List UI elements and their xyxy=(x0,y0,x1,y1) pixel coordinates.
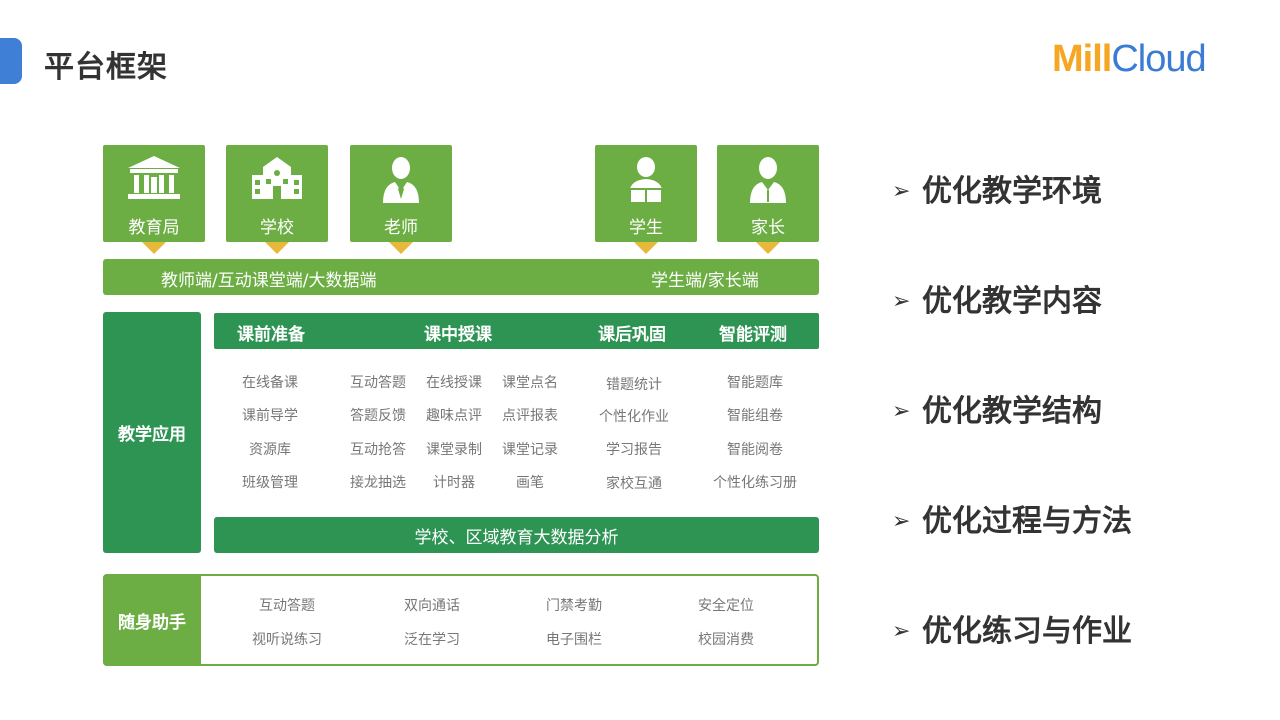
assistant-label: 随身助手 xyxy=(103,574,201,666)
assistant-item: 双向通话 xyxy=(404,598,460,614)
feature-item: 资源库 xyxy=(249,442,291,458)
category-in-class: 课中授课 xyxy=(424,325,492,345)
benefit-item: ➢ 优化练习与作业 xyxy=(892,606,1132,650)
role-education-bureau: 教育局 xyxy=(103,145,205,242)
logo-part-mill: Mill xyxy=(1052,38,1112,80)
feature-item: 点评报表 xyxy=(502,408,558,424)
millcloud-logo: MillCloud xyxy=(1052,38,1207,81)
feature-item: 智能阅卷 xyxy=(727,442,783,458)
role-teacher: 老师 xyxy=(350,145,452,242)
feature-item: 趣味点评 xyxy=(426,408,482,424)
benefit-item: ➢ 优化过程与方法 xyxy=(892,496,1132,540)
down-arrow-icon xyxy=(265,242,289,254)
teacher-ends-label: 教师端/互动课堂端/大数据端 xyxy=(161,271,377,291)
role-label: 教育局 xyxy=(128,218,180,238)
teaching-app-label: 教学应用 xyxy=(103,312,201,553)
benefit-text: 优化教学环境 xyxy=(922,174,1102,209)
assistant-item: 视听说练习 xyxy=(252,632,322,648)
assistant-item: 门禁考勤 xyxy=(546,598,602,614)
arrow-bullet-icon: ➢ xyxy=(892,399,911,424)
role-student: 学生 xyxy=(595,145,697,242)
parent-icon xyxy=(717,155,819,205)
feature-item: 课堂录制 xyxy=(426,442,482,458)
assistant-item: 泛在学习 xyxy=(404,632,460,648)
school-building-icon xyxy=(226,155,328,205)
down-arrow-icon xyxy=(756,242,780,254)
feature-item: 接龙抽选 xyxy=(350,475,406,491)
role-parent: 家长 xyxy=(717,145,819,242)
benefit-item: ➢ 优化教学环境 xyxy=(892,166,1102,210)
assistant-item: 电子围栏 xyxy=(546,632,602,648)
down-arrow-icon xyxy=(142,242,166,254)
feature-item: 互动抢答 xyxy=(350,442,406,458)
category-after-class: 课后巩固 xyxy=(598,325,666,345)
benefit-text: 优化练习与作业 xyxy=(922,614,1132,649)
feature-item: 智能题库 xyxy=(727,375,783,391)
feature-item: 互动答题 xyxy=(350,375,406,391)
student-icon xyxy=(595,155,697,205)
arrow-bullet-icon: ➢ xyxy=(892,509,911,534)
government-building-icon xyxy=(103,155,205,205)
client-ends-bar: 教师端/互动课堂端/大数据端 学生端/家长端 xyxy=(103,259,819,295)
benefit-text: 优化教学内容 xyxy=(922,284,1102,319)
feature-item: 画笔 xyxy=(516,475,544,491)
role-label: 学生 xyxy=(629,218,663,238)
feature-item: 课堂记录 xyxy=(502,442,558,458)
arrow-bullet-icon: ➢ xyxy=(892,289,911,314)
category-pre-class: 课前准备 xyxy=(237,325,305,345)
page-title: 平台框架 xyxy=(44,50,168,85)
role-label: 学校 xyxy=(260,218,294,238)
feature-item: 个性化作业 xyxy=(599,409,669,425)
title-accent-tab xyxy=(0,38,22,84)
benefit-item: ➢ 优化教学内容 xyxy=(892,276,1102,320)
category-bar: 课前准备 课中授课 课后巩固 智能评测 xyxy=(214,313,819,349)
assistant-item: 互动答题 xyxy=(259,598,315,614)
feature-item: 计时器 xyxy=(433,475,475,491)
role-label: 老师 xyxy=(384,218,418,238)
feature-item: 学习报告 xyxy=(606,442,662,458)
feature-item: 错题统计 xyxy=(606,377,662,393)
benefit-item: ➢ 优化教学结构 xyxy=(892,386,1102,430)
feature-item: 家校互通 xyxy=(606,476,662,492)
teacher-icon xyxy=(350,155,452,205)
big-data-analysis-bar: 学校、区域教育大数据分析 xyxy=(214,517,819,553)
assistant-item: 安全定位 xyxy=(698,598,754,614)
benefit-text: 优化教学结构 xyxy=(922,394,1102,429)
feature-item: 答题反馈 xyxy=(350,408,406,424)
assistant-item: 校园消费 xyxy=(698,632,754,648)
assistant-frame xyxy=(103,574,819,666)
arrow-bullet-icon: ➢ xyxy=(892,619,911,644)
role-school: 学校 xyxy=(226,145,328,242)
category-smart-assessment: 智能评测 xyxy=(719,325,787,345)
logo-part-cloud: Cloud xyxy=(1111,38,1206,80)
role-label: 家长 xyxy=(751,218,785,238)
feature-item: 在线授课 xyxy=(426,375,482,391)
feature-item: 班级管理 xyxy=(242,475,298,491)
down-arrow-icon xyxy=(634,242,658,254)
feature-item: 在线备课 xyxy=(242,375,298,391)
down-arrow-icon xyxy=(389,242,413,254)
arrow-bullet-icon: ➢ xyxy=(892,179,911,204)
feature-item: 个性化练习册 xyxy=(713,475,797,491)
feature-item: 课前导学 xyxy=(242,408,298,424)
student-ends-label: 学生端/家长端 xyxy=(651,271,759,291)
feature-item: 智能组卷 xyxy=(727,408,783,424)
benefit-text: 优化过程与方法 xyxy=(922,504,1132,539)
feature-item: 课堂点名 xyxy=(502,375,558,391)
